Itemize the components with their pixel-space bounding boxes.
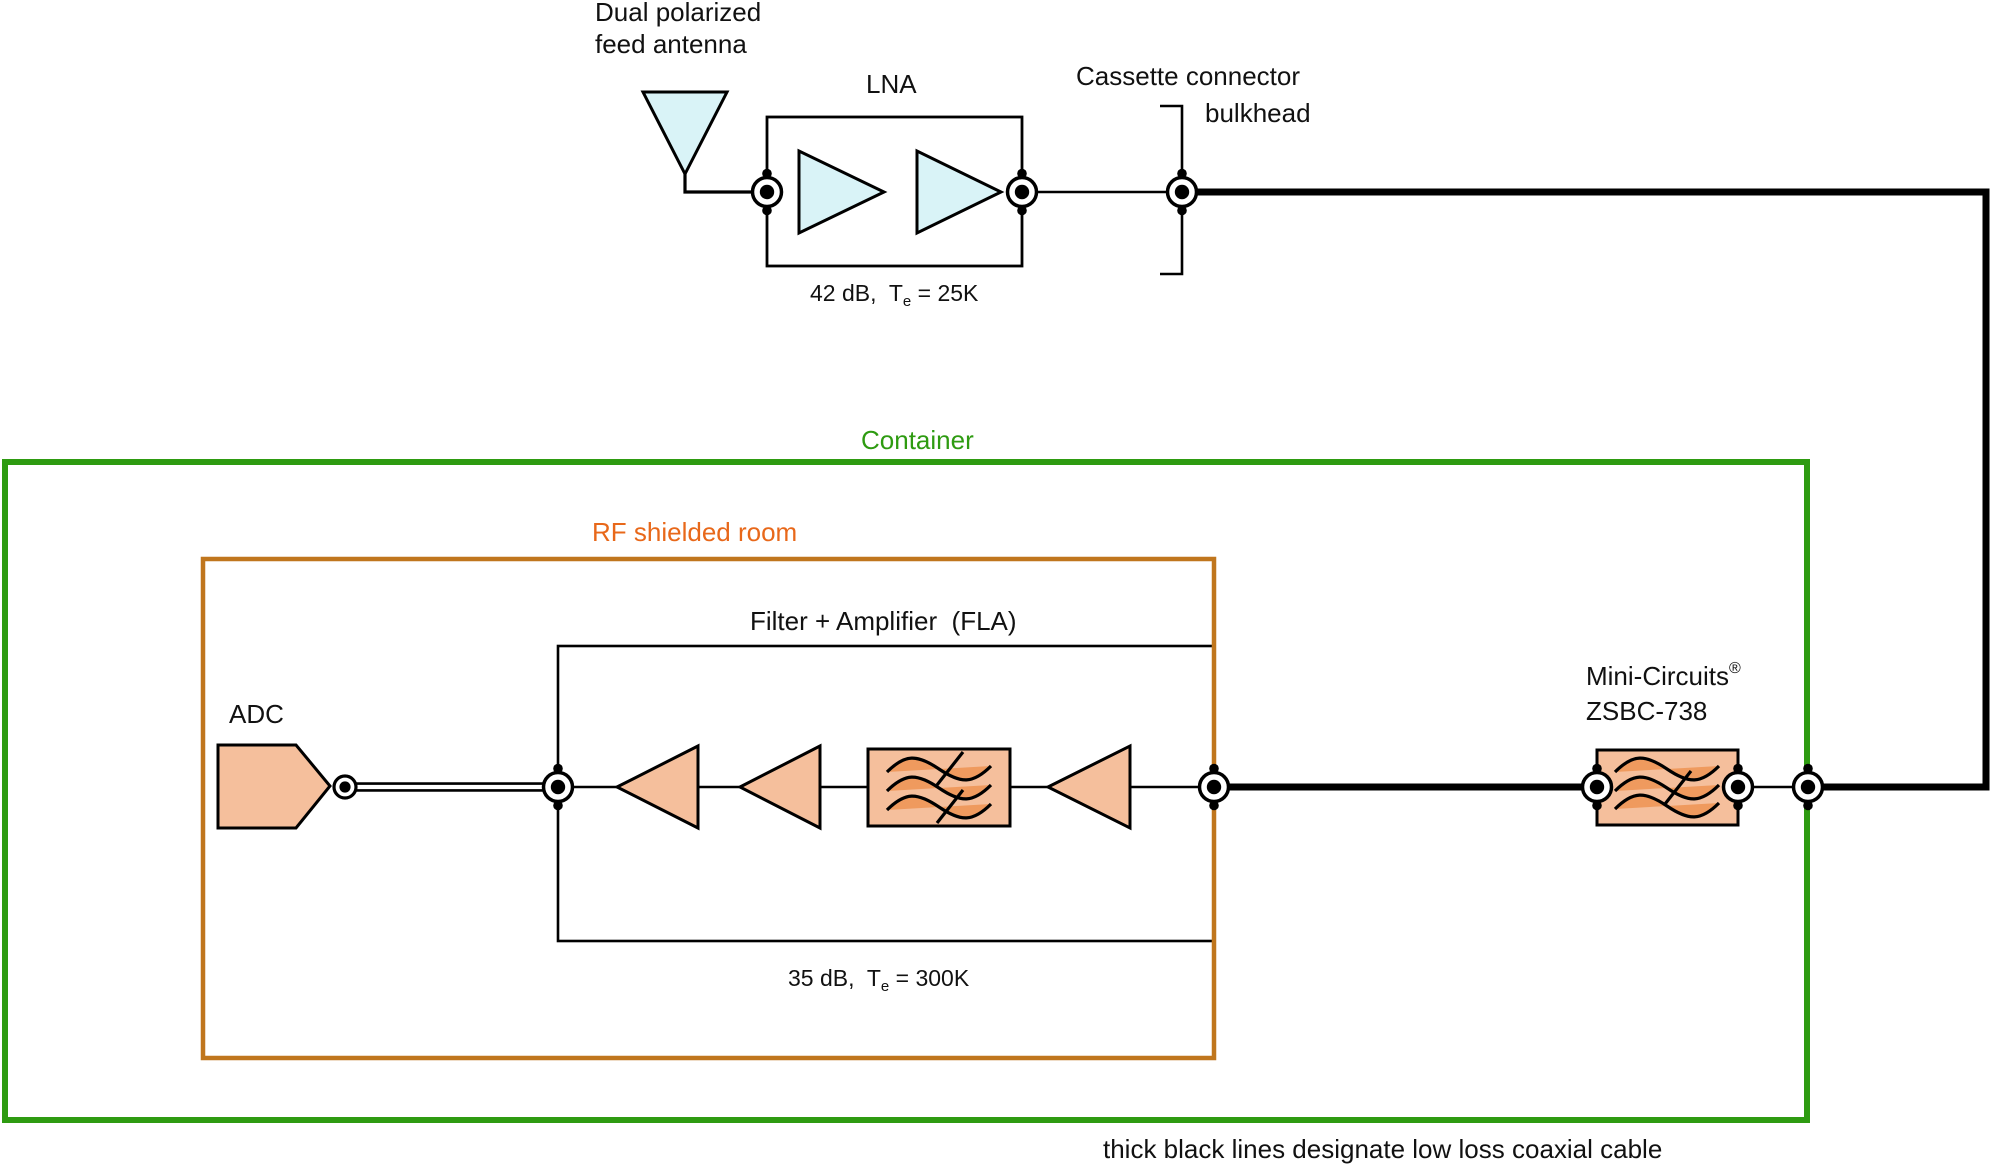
rf-room-label: RF shielded room [592,517,798,547]
feed-antenna-label-line1: Dual polarized [595,0,762,27]
lna-amp-icon [915,148,1005,236]
fla-gain-subscript: e [880,978,890,995]
adc-label: ADC [229,699,284,729]
minicircuits-model-label: ZSBC-738 [1586,696,1708,726]
cassette-label-line1: Cassette connector [1076,61,1301,91]
antenna-icon [640,90,730,178]
adc-connector-icon [332,774,358,800]
fla-amp-icon [1044,743,1132,831]
fla-gain-prefix: 35 dB, T [788,965,881,991]
lna-amp-icon [797,148,888,236]
fla-filter-icon [866,747,1012,828]
registered-trademark-icon: ® [1729,660,1741,677]
fla-gain-suffix: = 300K [889,965,970,991]
lna-gain-suffix: = 25K [911,280,979,306]
minicircuits-filter-icon [1595,748,1740,827]
feed-antenna-label-line2: feed antenna [595,29,747,59]
lna-label: LNA [866,69,917,99]
antenna-feed-line [683,174,767,194]
low-loss-coax-cable-path [1182,188,1990,791]
fla-amp-icon [736,743,822,831]
lna-gain-label: 42 dB, Te = 25K [810,280,978,310]
container-label: Container [861,425,974,455]
cassette-bulkhead-connector-icon [1165,166,1199,218]
cassette-label-line2: bulkhead [1205,98,1311,128]
fla-gain-label: 35 dB, Te = 300K [788,965,969,995]
fla-title-label: Filter + Amplifier (FLA) [750,606,1017,636]
fla-amp-icon [613,743,700,831]
lna-gain-subscript: e [902,293,912,310]
minicircuits-brand-text: Mini-Circuits [1586,661,1729,691]
container-wall-connector-icon [1791,761,1825,813]
lna-gain-prefix: 42 dB, T [810,280,903,306]
adc-block [216,743,332,830]
coax-note-label: thick black lines designate low loss coa… [1103,1134,1663,1164]
minicircuits-brand-label: Mini-Circuits® [1586,660,1741,692]
